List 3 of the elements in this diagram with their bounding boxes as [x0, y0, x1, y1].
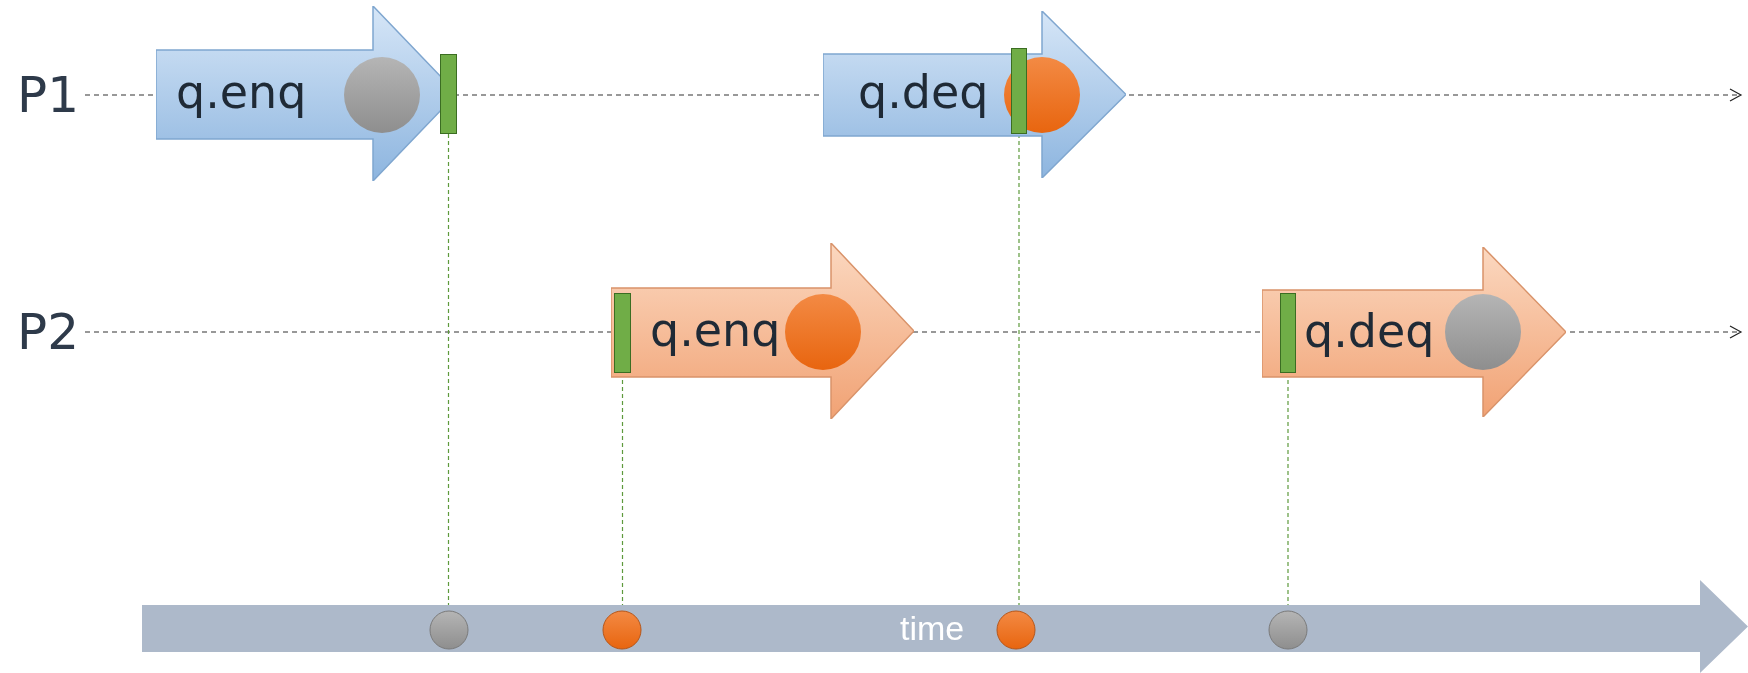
process-label: P1 — [17, 62, 77, 128]
process-label: P2 — [17, 299, 77, 365]
time-label: time — [900, 610, 965, 645]
